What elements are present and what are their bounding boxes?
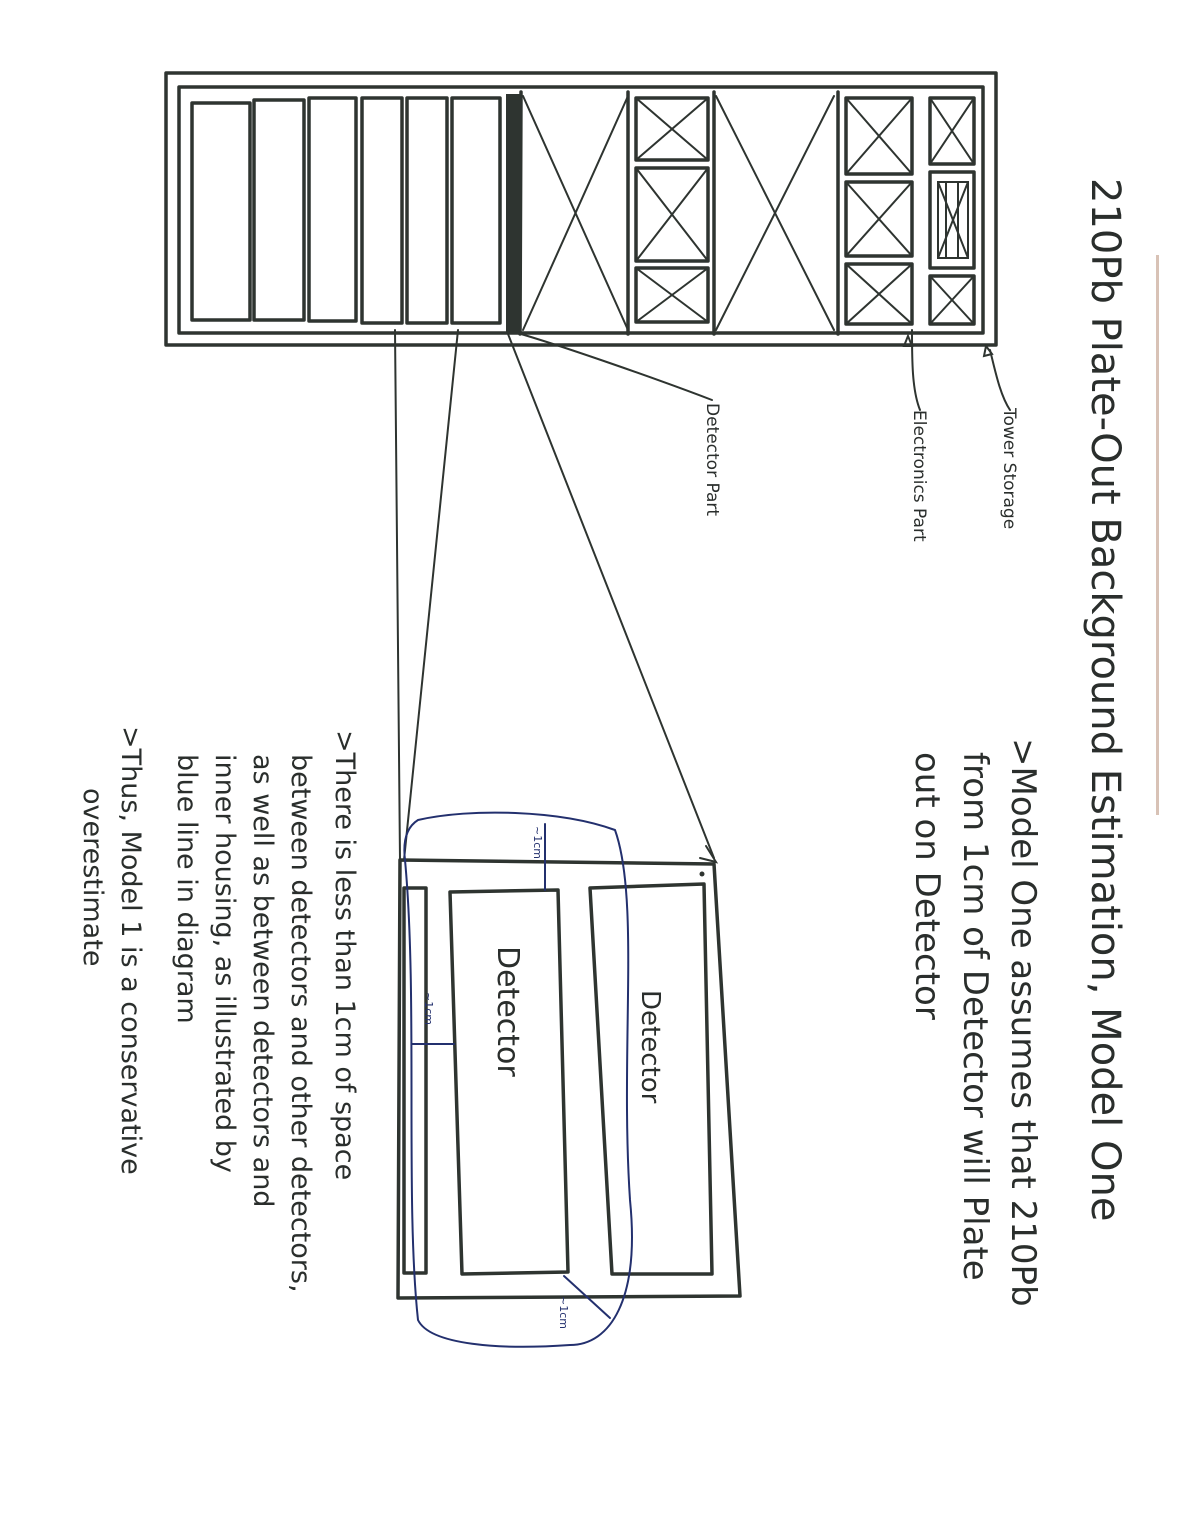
tower-storage	[164, 71, 998, 347]
title: 210Pb Plate-Out Background Estimation, M…	[1082, 178, 1128, 1221]
note-spacing-line-5: blue line in diagram	[171, 754, 202, 1024]
housing-outline	[396, 858, 742, 1300]
detector-box-2	[588, 882, 714, 1276]
compartment	[307, 96, 358, 323]
note-conclusion: >Thus, Model 1 is a conservative overest…	[77, 726, 146, 1175]
note-spacing-line-3: as well as between detectors and	[247, 754, 278, 1207]
gap-label-top: ~1cm	[531, 826, 544, 859]
detector-part-bar	[506, 94, 521, 334]
electronics-part-leader	[911, 329, 921, 411]
gap-label-side: ~1cm	[422, 992, 435, 1025]
page-title: 210Pb Plate-Out Background Estimation, M…	[1082, 178, 1128, 1221]
detector-label-2: Detector	[635, 990, 665, 1104]
compartment	[360, 96, 404, 325]
tower-x-compartment-2	[712, 90, 840, 336]
note-conclusion-line-2: overestimate	[77, 788, 108, 966]
tower-storage-leader	[989, 349, 1011, 411]
note-spacing-line-2: between detectors and other detectors,	[285, 754, 316, 1293]
gap-label-bottom: ~1cm	[557, 1296, 570, 1329]
tower-x-stack-1	[634, 96, 710, 324]
note-model-one-line-3: out on Detector	[907, 752, 947, 1020]
housing-side-slot	[402, 886, 428, 1275]
electronics-part	[844, 96, 914, 326]
note-conclusion-line-1: >Thus, Model 1 is a conservative	[115, 726, 146, 1175]
label-detector-part: Detector Part	[702, 403, 722, 516]
note-spacing: >There is less than 1cm of space between…	[171, 730, 360, 1293]
tower-end-column	[928, 96, 976, 326]
compartment	[405, 96, 449, 325]
label-tower-storage: Tower Storage	[999, 407, 1019, 529]
note-model-one-line-2: from 1cm of Detector will Plate	[955, 752, 995, 1281]
tower-inner-frame	[177, 85, 985, 335]
detector-part-leader	[513, 331, 713, 401]
detector-housing	[396, 858, 742, 1300]
note-model-one: >Model One assumes that 210Pb from 1cm o…	[907, 738, 1043, 1307]
note-spacing-line-1: >There is less than 1cm of space	[329, 730, 360, 1180]
label-electronics-part: Electronics Part	[909, 410, 929, 542]
detector-box-1	[448, 888, 570, 1276]
note-spacing-line-4: inner housing, as illustrated by	[209, 754, 240, 1173]
tower-plain-compartments	[190, 96, 502, 325]
compartment	[190, 101, 252, 322]
paper-edge-shadow	[1156, 255, 1159, 815]
zoom-lines	[394, 329, 719, 864]
one-cm-envelope	[403, 811, 633, 1348]
tower-x-compartment	[518, 90, 630, 336]
tower-outer-frame	[164, 71, 998, 347]
callout-leaders	[513, 329, 1011, 411]
compartment	[252, 98, 306, 322]
detector-label-1: Detector	[490, 946, 525, 1077]
note-model-one-line-1: >Model One assumes that 210Pb	[1003, 738, 1043, 1307]
compartment	[450, 96, 502, 325]
